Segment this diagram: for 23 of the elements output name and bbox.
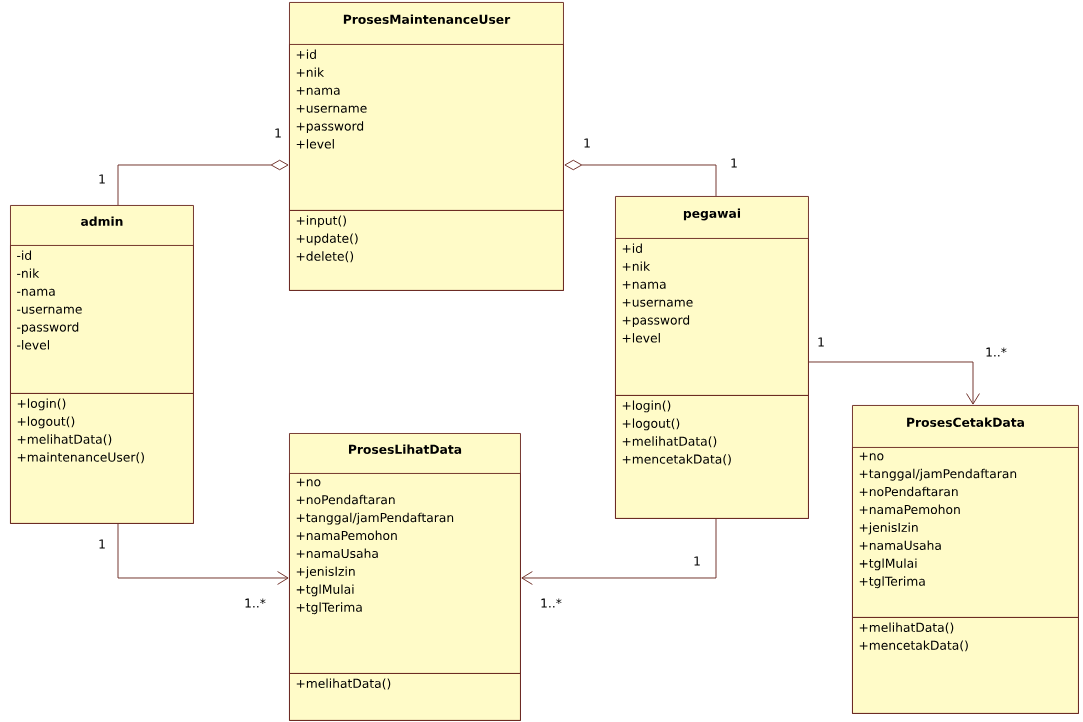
association-arrow	[521, 518, 717, 585]
attribute-list: -id -nik -nama -username -password -level	[10, 245, 194, 394]
multiplicity-label: 1	[99, 174, 105, 184]
method-list: +login() +logout() +melihatData() +maintenanceUser()	[10, 393, 194, 524]
attribute-list: +id +nik +nama +username +password +level	[615, 238, 809, 396]
multiplicity-label: 1	[731, 158, 737, 168]
aggregation-line	[564, 159, 717, 197]
aggregation-line	[117, 159, 289, 206]
multiplicity-label: 1	[584, 138, 590, 148]
attribute-list: +no +noPendaftaran +tanggal/jamPendaftaran +namaPemohon +namaUsaha +jenisIzin +tglMulai +tglTerima	[289, 473, 521, 674]
multiplicity-label: 1	[99, 539, 105, 549]
multiplicity-label: 1..*	[245, 598, 266, 608]
method-list: +login() +logout() +melihatData() +mencetakData()	[615, 395, 809, 519]
association-arrow	[808, 361, 980, 405]
multiplicity-label: 1..*	[541, 598, 562, 608]
multiplicity-label: 1	[694, 556, 700, 566]
association-arrow	[117, 523, 289, 585]
multiplicity-label: 1..*	[986, 347, 1007, 357]
method-list: +melihatData()	[289, 673, 521, 721]
method-list: +melihatData() +mencetakData()	[852, 617, 1079, 714]
attribute-list: +no +tanggal/jamPendaftaran +noPendaftaran +namaPemohon +jenisIzin +namaUsaha +tglMulai +tglTerima	[852, 447, 1079, 618]
attribute-list: +id +nik +nama +username +password +level	[289, 44, 564, 211]
method-list: +input() +update() +delete()	[289, 210, 564, 291]
